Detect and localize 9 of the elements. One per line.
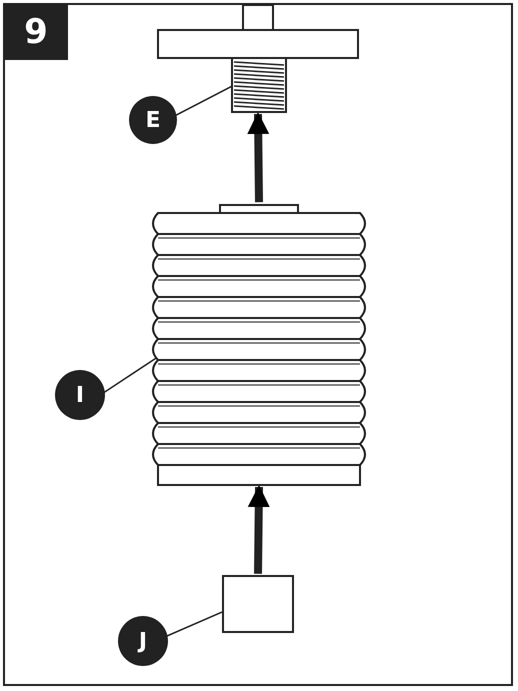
square-block (222, 575, 294, 633)
callout-letter: J (118, 616, 168, 666)
callout-letter: E (129, 96, 177, 144)
leader-line (166, 611, 222, 637)
ribbed-cylinder-drawing (150, 203, 368, 487)
arrow (247, 112, 270, 202)
callout-letter: I (55, 370, 105, 420)
arrow (248, 485, 270, 574)
step-number: 9 (4, 4, 68, 60)
